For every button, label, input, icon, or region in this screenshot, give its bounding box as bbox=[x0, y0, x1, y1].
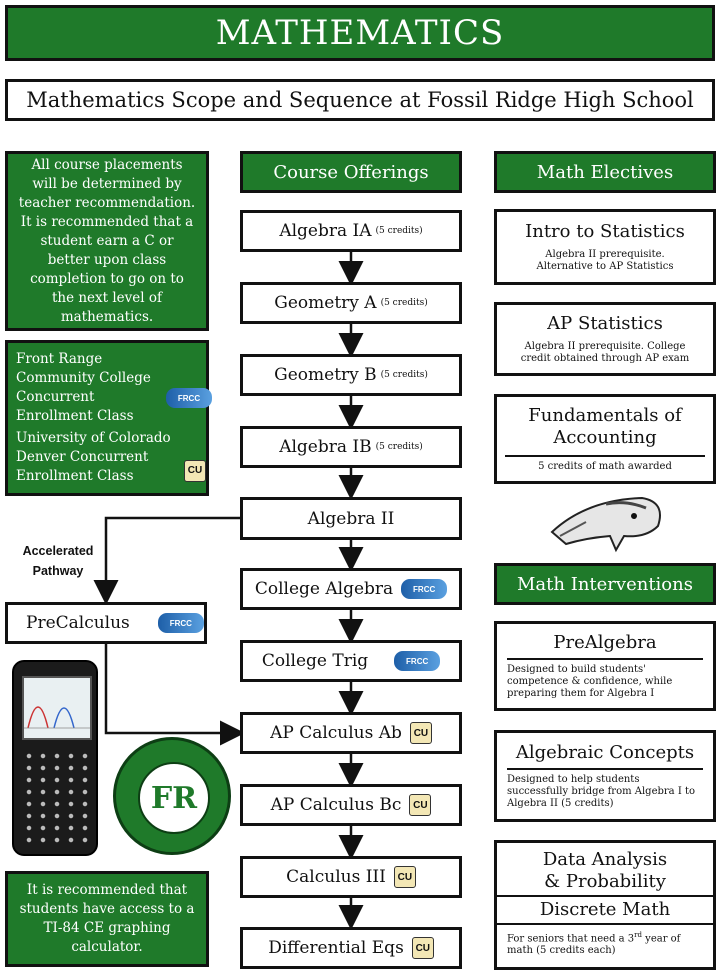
course-calculus-iii: Calculus III CU bbox=[240, 856, 462, 898]
course-algebra-ii: Algebra II bbox=[240, 497, 462, 540]
senior-options-desc: For seniors that need a 3rd year of math… bbox=[507, 931, 681, 957]
course-ap-calculus-bc: AP Calculus Bc CU bbox=[240, 784, 462, 826]
school-seal-logo: FR bbox=[113, 737, 231, 855]
elective-fundamentals-accounting: Fundamentals of Accounting 5 credits of … bbox=[494, 394, 716, 484]
accounting-divider bbox=[505, 455, 705, 457]
cu-concurrent: University of Colorado Denver Concurrent… bbox=[16, 429, 206, 486]
course-ap-calculus-ab: AP Calculus Ab CU bbox=[240, 712, 462, 754]
course-offerings-heading: Course Offerings bbox=[240, 151, 462, 193]
elective-intro-statistics: Intro to Statistics Algebra II prerequis… bbox=[494, 209, 716, 285]
concurrent-enrollment-box: Front Range Community College Concurrent… bbox=[5, 340, 212, 496]
cu-logo-icon: CU bbox=[393, 866, 416, 888]
course-precalculus: PreCalculus FRCC bbox=[5, 602, 207, 644]
calculator-screen bbox=[22, 676, 92, 740]
page-title: MATHEMATICS bbox=[215, 13, 505, 53]
cu-logo-icon: CU bbox=[409, 794, 432, 816]
cu-logo-icon: CU bbox=[409, 722, 432, 744]
frcc-logo-icon: FRCC bbox=[157, 613, 204, 633]
accelerated-pathway-label: Accelerated Pathway bbox=[22, 544, 94, 578]
intervention-algebraic-concepts: Algebraic Concepts Designed to help stud… bbox=[494, 730, 716, 822]
graph-icon bbox=[24, 706, 90, 729]
course-college-algebra: College Algebra FRCC bbox=[240, 568, 462, 610]
course-differential-eqs: Differential Eqs CU bbox=[240, 927, 462, 969]
calculator-note: It is recommended that students have acc… bbox=[5, 871, 209, 967]
algebraic-concepts-divider bbox=[507, 768, 703, 770]
placement-note: All course placements will be determined… bbox=[5, 151, 209, 331]
senior-options-box: Data Analysis & Probability Discrete Mat… bbox=[494, 840, 716, 970]
course-geometry-b: Geometry B(5 credits) bbox=[240, 354, 462, 396]
elective-ap-statistics: AP Statistics Algebra II prerequisite. C… bbox=[494, 302, 716, 376]
math-electives-heading: Math Electives bbox=[494, 151, 716, 193]
calculator-image bbox=[12, 660, 98, 856]
sabertooth-mascot-icon bbox=[550, 496, 661, 553]
subtitle-banner: Mathematics Scope and Sequence at Fossil… bbox=[5, 79, 715, 121]
math-interventions-heading: Math Interventions bbox=[494, 563, 716, 605]
course-college-trig: College Trig FRCC bbox=[240, 640, 462, 682]
elective-discrete-math: Discrete Math bbox=[497, 895, 713, 925]
frcc-logo-icon: FRCC bbox=[394, 651, 441, 671]
frcc-logo-icon: FRCC bbox=[166, 388, 212, 409]
calculator-keypad bbox=[22, 750, 92, 848]
seal-inner-ring: FR bbox=[138, 762, 210, 834]
prealgebra-divider bbox=[507, 658, 703, 660]
course-algebra-ia: Algebra IA(5 credits) bbox=[240, 210, 462, 252]
elective-data-analysis: Data Analysis & Probability bbox=[542, 849, 668, 892]
intervention-prealgebra: PreAlgebra Designed to build students' c… bbox=[494, 621, 716, 711]
cu-logo-icon: CU bbox=[411, 937, 434, 959]
frcc-concurrent: Front Range Community College Concurrent… bbox=[16, 350, 212, 426]
course-algebra-ib: Algebra IB(5 credits) bbox=[240, 426, 462, 468]
course-geometry-a: Geometry A(5 credits) bbox=[240, 282, 462, 324]
cu-logo-icon: CU bbox=[184, 459, 206, 482]
header-banner: MATHEMATICS bbox=[5, 5, 715, 61]
frcc-logo-icon: FRCC bbox=[401, 579, 448, 599]
page-subtitle: Mathematics Scope and Sequence at Fossil… bbox=[26, 88, 694, 112]
